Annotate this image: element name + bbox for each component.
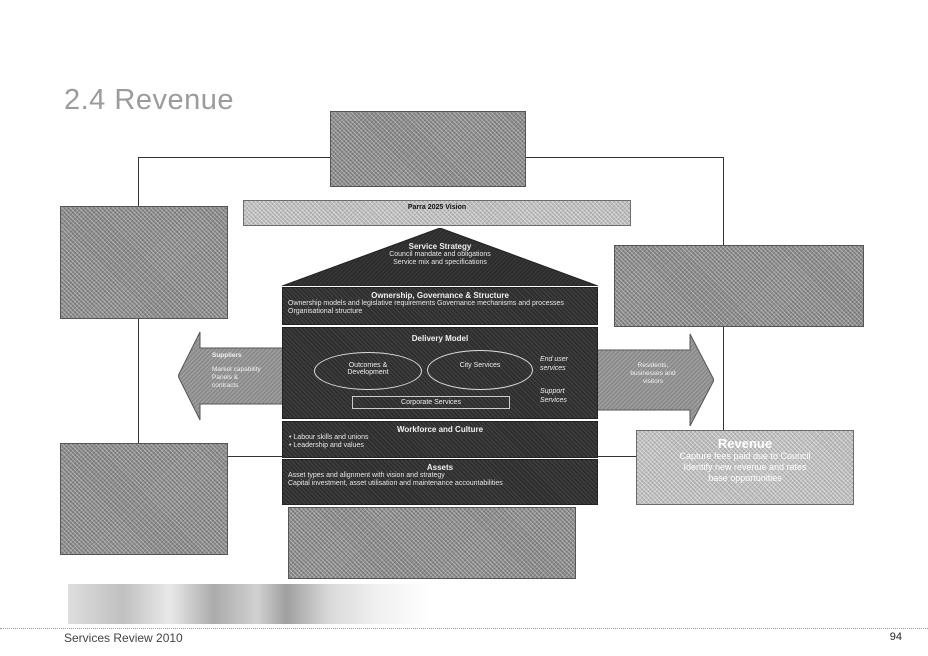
service-strategy: Service Strategy Council mandate and obl… <box>330 242 550 267</box>
page-title: 2.4 Revenue <box>64 84 234 116</box>
outcomes-oval: Outcomes & Development <box>314 352 422 390</box>
page-number: 94 <box>889 631 902 643</box>
support-services: Support Services <box>540 388 567 404</box>
service-strategy-roof <box>282 228 598 286</box>
residents-arrow <box>580 333 714 427</box>
assets-block: Assets Asset types and alignment with vi… <box>282 459 598 505</box>
right-top-box <box>614 245 864 327</box>
assets-line-2: Capital investment, asset utilisation an… <box>288 480 503 487</box>
suppliers-arrow <box>178 331 296 421</box>
ownership-block: Ownership, Governance & Structure Owners… <box>282 287 598 325</box>
workforce-bullet-1: • Labour skills and unions <box>289 434 369 441</box>
residents-line-2: businesses and <box>630 370 676 377</box>
workforce-title: Workforce and Culture <box>396 425 484 434</box>
service-strategy-title: Service Strategy <box>408 242 472 251</box>
footer-divider <box>0 628 928 629</box>
assets-line-1: Asset types and alignment with vision an… <box>288 472 445 479</box>
ownership-title: Ownership, Governance & Structure <box>371 291 509 300</box>
service-strategy-line-2: Service mix and specifications <box>393 259 487 266</box>
corporate-services-box: Corporate Services <box>352 396 510 409</box>
top-box <box>330 111 526 187</box>
assets-title: Assets <box>426 463 454 472</box>
bottom-box <box>288 507 576 579</box>
suppliers-line-3: contracts <box>212 382 239 389</box>
footer-text: Services Review 2010 <box>64 631 183 645</box>
workforce-bullet-2: • Leadership and values <box>289 442 364 449</box>
vision-bar: Parra 2025 Vision <box>243 200 631 226</box>
city-services-oval: City Services <box>427 350 533 390</box>
residents-line-3: visitors <box>642 378 664 385</box>
revenue-box: Revenue Capture fees paid due to Council… <box>636 430 854 505</box>
end-user-services: End user services <box>540 356 569 372</box>
workforce-bullet-1-text: Labour skills and unions <box>293 434 369 441</box>
revenue-line-2: Identify new revenue and rates <box>683 462 807 472</box>
ownership-text: Ownership models and legislative require… <box>288 300 564 315</box>
revenue-heading: Revenue <box>717 436 773 451</box>
suppliers-line-1: Market capability <box>212 366 261 373</box>
outcomes-label: Outcomes & Development <box>347 362 389 376</box>
suppliers-line-2: Panels & <box>212 374 239 381</box>
workforce-block: Workforce and Culture • Labour skills an… <box>282 421 598 458</box>
residents-label: Residents, businesses and visitors <box>608 362 698 386</box>
left-bottom-box <box>60 443 228 555</box>
service-strategy-line-1: Council mandate and obligations <box>389 251 491 258</box>
workforce-bullet-2-text: Leadership and values <box>293 442 364 449</box>
residents-line-1: Residents, <box>637 362 669 369</box>
suppliers-label: Suppliers Market capability Panels & con… <box>212 352 282 390</box>
delivery-model-title: Delivery Model <box>411 334 469 343</box>
suppliers-title: Suppliers <box>212 352 242 359</box>
left-top-box <box>60 206 228 319</box>
revenue-line-3: base opportunities <box>708 473 782 483</box>
revenue-line-1: Capture fees paid due to Council <box>679 451 811 461</box>
city-services-label: City Services <box>459 362 501 369</box>
photo-strip <box>68 584 432 624</box>
